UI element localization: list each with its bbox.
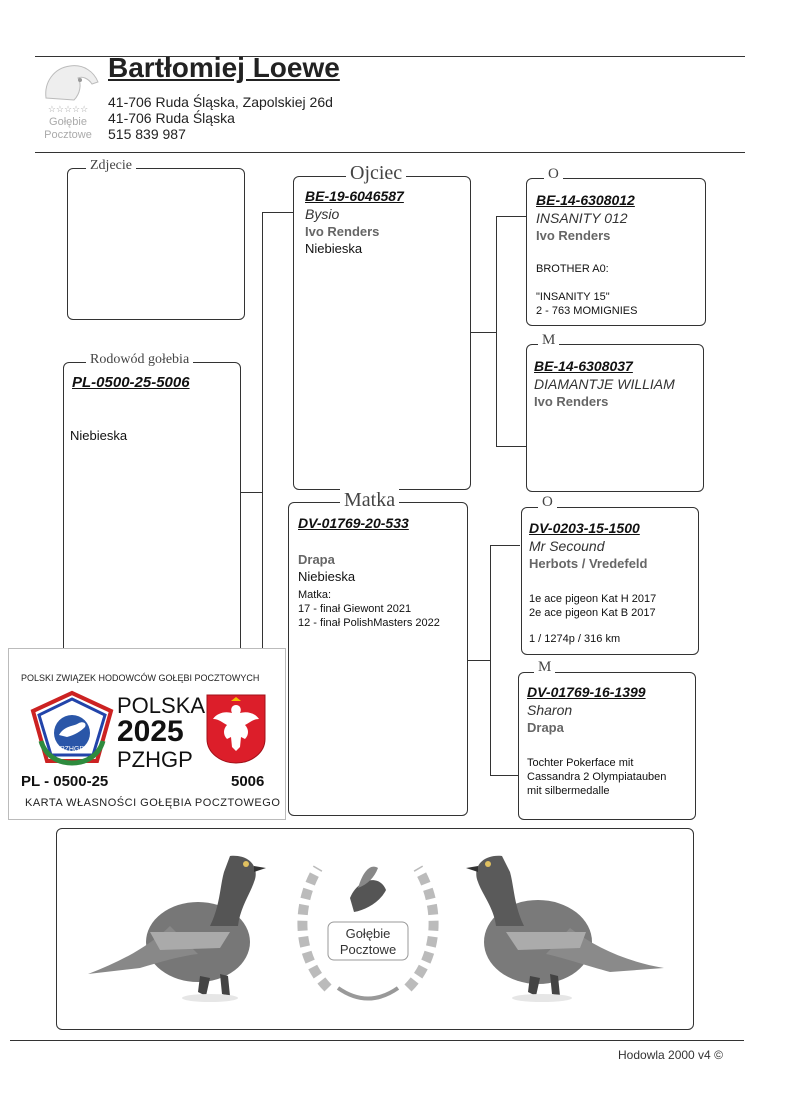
ff-note: BROTHER A0: xyxy=(536,263,609,275)
connector xyxy=(470,332,497,333)
mother-ring: DV-01769-20-533 xyxy=(298,515,409,531)
father-breeder: Ivo Renders xyxy=(305,224,380,239)
mother-color: Niebieska xyxy=(298,569,356,584)
pzhgp-badge-text: PZHGP xyxy=(60,746,84,753)
footer-rule xyxy=(10,1040,744,1041)
connector xyxy=(236,492,263,493)
ff-ring: BE-14-6308012 xyxy=(536,192,635,208)
ff-name: INSANITY 012 xyxy=(536,210,628,226)
left-pigeon-illustration xyxy=(88,855,266,1002)
svg-text:☆☆☆☆☆: ☆☆☆☆☆ xyxy=(48,104,88,114)
breeder-name: Bartłomiej Loewe xyxy=(108,52,340,83)
ff-note: 2 - 763 MOMIGNIES xyxy=(536,305,638,317)
mf-breeder: Herbots / Vredefeld xyxy=(529,556,648,571)
mother-note: 17 - finał Giewont 2021 xyxy=(298,603,412,615)
mother-breeder: Drapa xyxy=(298,552,335,567)
wreath-logo-line1: Gołębie xyxy=(346,926,391,941)
header-bottom-rule xyxy=(35,152,745,153)
card-ring-number: 5006 xyxy=(231,773,265,790)
card-caption: KARTA WŁASNOŚCI GOŁĘBIA POCZTOWEGO xyxy=(25,797,281,809)
mm-note: Tochter Pokerface mit xyxy=(527,757,634,769)
mf-note: 1 / 1274p / 316 km xyxy=(529,633,621,645)
wreath-logo: Gołębie Pocztowe xyxy=(297,865,439,1001)
fm-breeder: Ivo Renders xyxy=(534,394,609,409)
mf-box xyxy=(521,507,699,655)
father-name: Bysio xyxy=(305,206,340,222)
header-logo: ☆☆☆☆☆ Gołębie Pocztowe xyxy=(32,54,104,141)
photo-legend: Zdjecie xyxy=(86,158,136,174)
pigeon-ring: PL-0500-25-5006 xyxy=(72,374,190,391)
mf-name: Mr Secound xyxy=(529,538,605,554)
father-box xyxy=(293,176,471,490)
mother-box xyxy=(288,502,468,816)
header-logo-line2: Pocztowe xyxy=(44,129,92,140)
mm-name: Sharon xyxy=(527,702,573,718)
header-top-rule xyxy=(35,56,745,57)
connector xyxy=(490,775,520,776)
address-line2: 41-706 Ruda Śląska xyxy=(108,110,235,126)
header-logo-line1: Gołębie xyxy=(49,116,87,128)
card-ring-prefix: PL - 0500-25 xyxy=(21,773,109,790)
connector xyxy=(262,212,263,652)
father-legend: Ojciec xyxy=(346,162,407,185)
pzhgp-logo: PZHGP xyxy=(30,690,114,766)
mm-breeder: Drapa xyxy=(527,720,564,735)
ownership-card: POLSKI ZWIĄZEK HODOWCÓW GOŁĘBI POCZTOWYC… xyxy=(8,648,286,820)
polish-eagle-emblem xyxy=(206,694,266,764)
wreath-logo-line2: Pocztowe xyxy=(340,942,396,957)
connector xyxy=(262,212,294,213)
software-version: Hodowla 2000 v4 © xyxy=(618,1048,723,1062)
fm-name: DIAMANTJE WILLIAM xyxy=(534,376,675,392)
connector xyxy=(466,660,491,661)
mm-box xyxy=(518,672,696,820)
address-line1: 41-706 Ruda Śląska, Zapolskiej 26d xyxy=(108,94,333,110)
mm-legend: M xyxy=(534,659,556,676)
mf-note: 2e ace pigeon Kat B 2017 xyxy=(529,607,656,619)
ff-legend: O xyxy=(544,166,563,183)
connector xyxy=(490,545,520,546)
ff-box xyxy=(526,178,706,326)
mother-legend: Matka xyxy=(340,489,400,512)
mf-legend: O xyxy=(538,494,557,511)
phone: 515 839 987 xyxy=(108,126,186,142)
fm-ring: BE-14-6308037 xyxy=(534,358,633,374)
mf-note: 1e ace pigeon Kat H 2017 xyxy=(529,593,657,605)
connector xyxy=(496,216,526,217)
card-union: POLSKI ZWIĄZEK HODOWCÓW GOŁĘBI POCZTOWYC… xyxy=(21,673,260,683)
card-org: PZHGP xyxy=(117,747,193,772)
father-color: Niebieska xyxy=(305,241,363,256)
connector xyxy=(496,446,526,447)
right-pigeon-illustration xyxy=(466,855,664,1002)
mother-note: 12 - finał PolishMasters 2022 xyxy=(298,617,440,629)
card-year: 2025 xyxy=(117,715,184,748)
connector xyxy=(496,216,497,446)
mf-ring: DV-0203-15-1500 xyxy=(529,520,640,536)
mm-ring: DV-01769-16-1399 xyxy=(527,684,646,700)
fm-box xyxy=(526,344,704,492)
card-country: POLSKA xyxy=(117,693,206,718)
photo-box xyxy=(67,168,245,320)
ff-note: "INSANITY 15" xyxy=(536,291,610,303)
pigeon-legend: Rodowód gołebia xyxy=(86,352,194,368)
mm-note: mit silbermedalle xyxy=(527,785,610,797)
father-ring: BE-19-6046587 xyxy=(305,188,404,204)
pigeon-box xyxy=(63,362,241,664)
ff-breeder: Ivo Renders xyxy=(536,228,611,243)
fm-legend: M xyxy=(538,332,560,349)
mother-note: Matka: xyxy=(298,589,332,601)
pigeon-color: Niebieska xyxy=(70,428,128,443)
mm-note: Cassandra 2 Olympiatauben xyxy=(527,771,667,783)
